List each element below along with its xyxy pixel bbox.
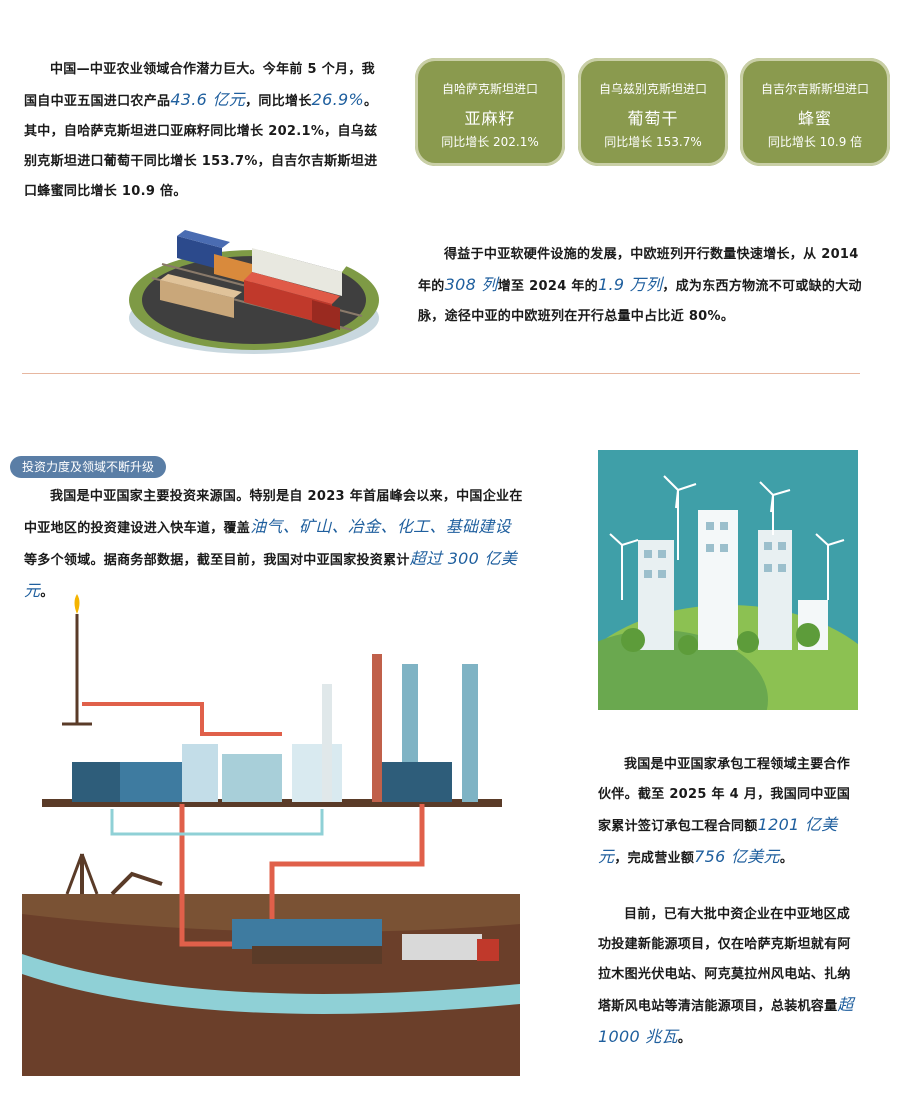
contract-text-a: 我国是中亚国家承包工程领域主要合作伙伴。截至 2025 年 4 月，我国同中亚国… [598,757,851,834]
badge-flaxseed: 自哈萨克斯坦进口 亚麻籽 同比增长 202.1% [415,58,565,166]
rail-paragraph: 得益于中亚软硬件设施的发展，中欧班列开行数量快速增长，从 2014 年的308 … [418,240,864,332]
intro-text-c: 。其中，自哈萨克斯坦进口亚麻籽同比增长 202.1%，自乌兹别克斯坦进口葡萄干同… [24,94,378,199]
highlight-contract-value: 1201 亿美元 [598,815,838,866]
contract-paragraph: 我国是中亚国家承包工程领域主要合作伙伴。截至 2025 年 4 月，我国同中亚国… [598,750,860,874]
highlight-import-value: 43.6 亿元 [170,90,246,109]
rail-text-a: 得益于中亚软硬件设施的发展，中欧班列开行数量快速增长，从 2014 年的 [418,247,859,294]
contract-text-b: ，完成营业额 [614,851,695,866]
freight-train-illustration [129,230,379,354]
badge-origin: 自吉尔吉斯斯坦进口 [760,82,869,96]
agri-intro-paragraph: 中国—中亚农业领域合作潜力巨大。今年前 5 个月，我国自中亚五国进口农产品43.… [24,55,386,207]
invest-text-c: 。 [40,585,54,600]
section-tag: 投资力度及领域不断升级 [10,456,167,478]
badge-growth: 同比增长 202.1% [441,135,539,149]
contract-text-c: 。 [779,851,794,866]
highlight-2014-trains: 308 列 [444,275,498,294]
rail-text-b: 增至 2024 年的 [497,279,598,294]
badge-growth: 同比增长 10.9 倍 [767,135,863,149]
energy-text-a: 目前，已有大批中资企业在中亚地区成功投建新能源项目，仅在哈萨克斯坦就有阿拉木图光… [598,907,851,1014]
highlight-2024-trains: 1.9 万列 [597,275,663,294]
highlight-growth-rate: 26.9% [311,90,364,109]
badge-product: 亚麻籽 [464,109,516,128]
invest-text-b: 等多个领域。据商务部数据，截至目前，我国对中亚国家投资累计 [24,553,410,568]
intro-text-b: ，同比增长 [245,94,312,109]
badge-origin: 自哈萨克斯坦进口 [441,82,538,96]
energy-paragraph: 目前，已有大批中资企业在中亚地区成功投建新能源项目，仅在哈萨克斯坦就有阿拉木图光… [598,900,860,1054]
invest-text-a: 我国是中亚国家主要投资来源国。特别是自 2023 年首届峰会以来，中国企业在中亚… [24,489,523,536]
rail-text-c: ，成为东西方物流不可或缺的大动脉，途径中亚的中欧班列在开行总量中占比近 80%。 [418,279,862,324]
green-city-illustration [598,450,858,710]
intro-text-a: 中国—中亚农业领域合作潜力巨大。今年前 5 个月，我国自中亚五国进口农产品 [24,62,375,109]
badge-raisins: 自乌兹别克斯坦进口 葡萄干 同比增长 153.7% [578,58,728,166]
badge-product: 蜂蜜 [797,109,832,128]
badge-honey: 自吉尔吉斯斯坦进口 蜂蜜 同比增长 10.9 倍 [740,58,890,166]
energy-text-b: 。 [677,1031,692,1046]
badge-product: 葡萄干 [627,109,679,128]
investment-paragraph: 我国是中亚国家主要投资来源国。特别是自 2023 年首届峰会以来，中国企业在中亚… [24,482,524,608]
oil-gas-industry-illustration [22,594,520,1076]
highlight-investment-total: 超过 300 亿美元 [24,549,518,600]
highlight-revenue-value: 756 亿美元 [694,847,780,866]
section-divider [22,373,860,374]
highlight-sectors: 油气、矿山、冶金、化工、基础建设 [250,517,511,536]
badge-growth: 同比增长 153.7% [604,135,702,149]
highlight-capacity: 超 1000 兆瓦 [598,995,854,1046]
badge-origin: 自乌兹别克斯坦进口 [598,82,707,96]
